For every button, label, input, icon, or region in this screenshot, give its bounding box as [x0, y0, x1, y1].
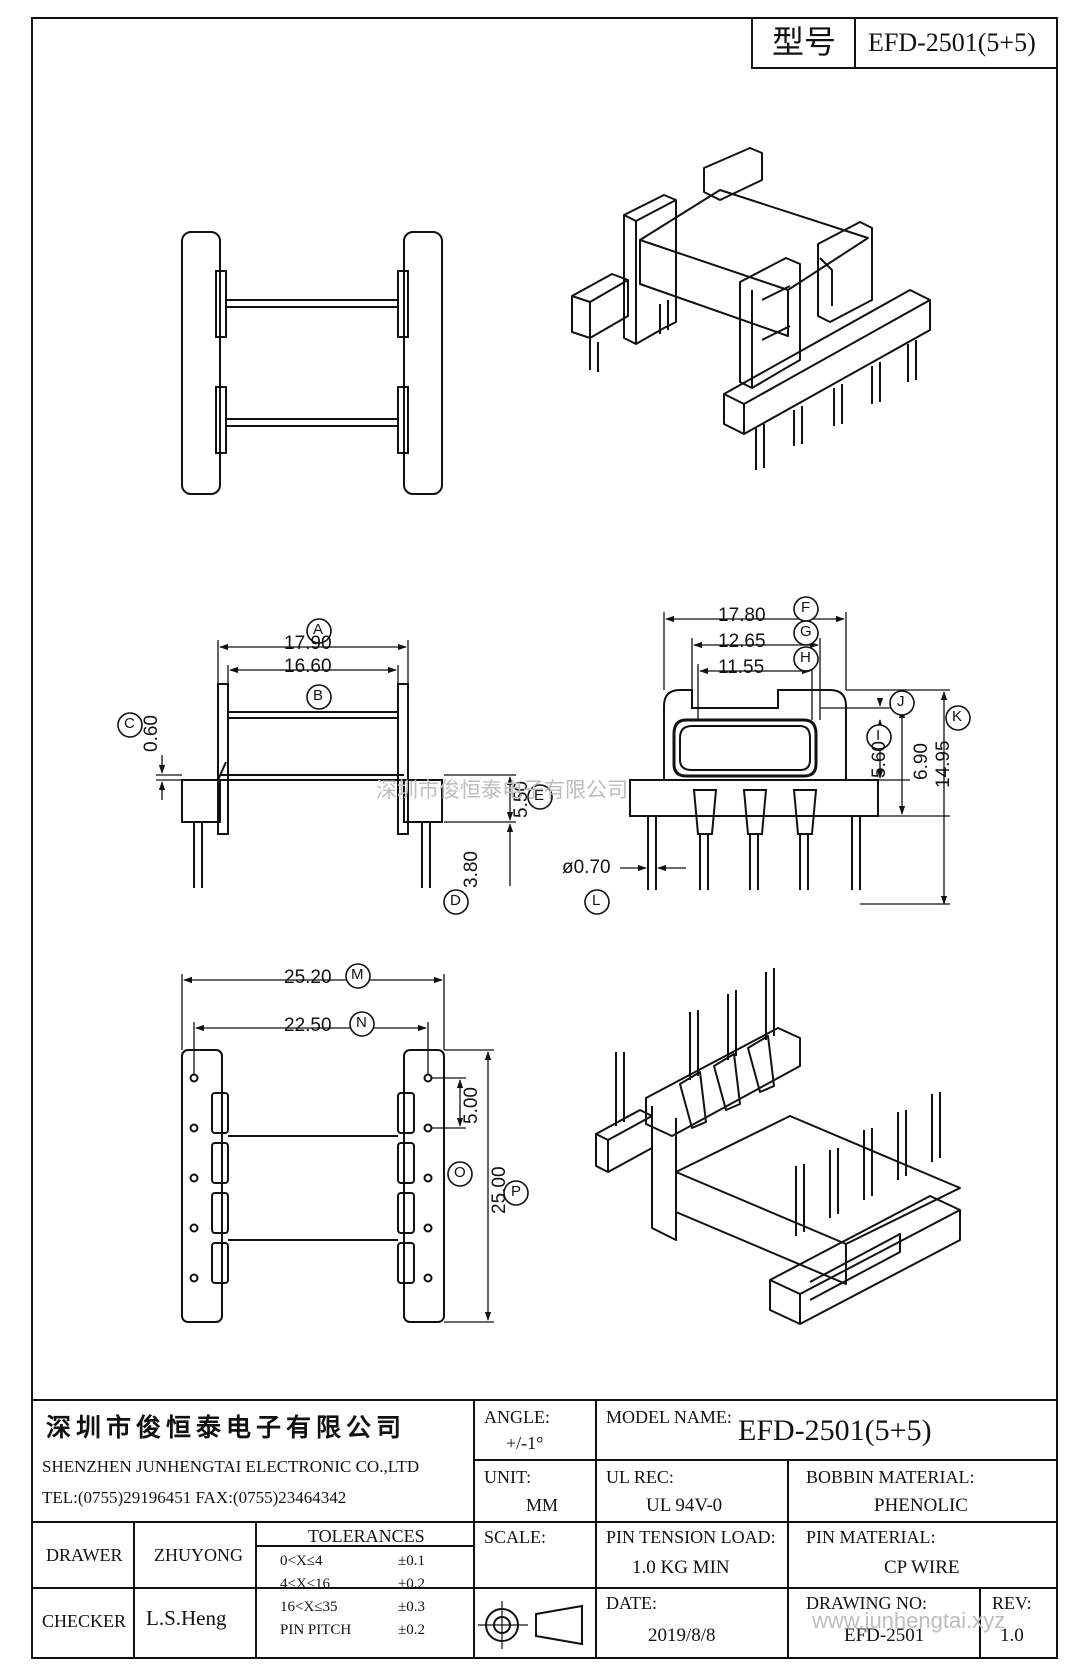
- dim-n-value: 22.50: [284, 1015, 332, 1036]
- dim-j-value: 6.90: [911, 743, 932, 780]
- rev-value: 1.0: [1000, 1625, 1024, 1646]
- dim-j-label: J: [897, 693, 905, 710]
- date-value: 2019/8/8: [648, 1625, 716, 1646]
- title-block-grid: [32, 1399, 1057, 1658]
- dim-a-label: A: [313, 621, 324, 638]
- watermark-corner: www.junhengtai.xyz: [812, 1608, 1006, 1633]
- pin-tension-value: 1.0 KG MIN: [632, 1557, 730, 1578]
- dim-a-value: 17.90: [284, 633, 332, 654]
- dim-h-label: H: [800, 649, 811, 666]
- dim-i-label: I: [876, 727, 881, 744]
- pin-tension-label: PIN TENSION LOAD:: [606, 1527, 776, 1547]
- dim-g-value: 12.65: [718, 631, 766, 652]
- dim-g-label: G: [800, 623, 812, 640]
- ul-value: UL 94V-0: [646, 1495, 723, 1516]
- drawing-no-label: DRAWING NO:: [806, 1593, 928, 1613]
- side-view: [181, 683, 443, 888]
- dim-l-value: ø0.70: [562, 857, 611, 878]
- drawer-value: ZHUYONG: [154, 1545, 243, 1565]
- rev-label: REV:: [992, 1593, 1032, 1613]
- checker-value: L.S.Heng: [146, 1606, 227, 1630]
- dim-k-value: 14.95: [933, 740, 954, 788]
- callout-circles: [117, 596, 971, 1206]
- sheet-border: [31, 17, 1058, 1659]
- type-box: [751, 17, 1058, 69]
- watermark-center: 深圳市俊恒泰电子有限公司: [376, 779, 628, 802]
- dim-o-value: 5.00: [461, 1087, 482, 1124]
- dim-c-label: C: [124, 715, 135, 732]
- dim-i-value: 5.60: [869, 741, 890, 778]
- company-contact: TEL:(0755)29196451 FAX:(0755)23464342: [42, 1488, 347, 1507]
- dim-m-value: 25.20: [284, 967, 332, 988]
- dim-k-label: K: [952, 708, 963, 725]
- dimension-lines: [156, 612, 950, 1323]
- dim-c-value: 0.60: [141, 715, 162, 752]
- scale-label: SCALE:: [484, 1527, 547, 1547]
- bottom-view: [181, 1049, 445, 1323]
- tol-value-3: ±0.2: [398, 1622, 425, 1638]
- tol-range-2: 16<X≤35: [280, 1599, 338, 1615]
- dim-d-value: 3.80: [461, 851, 482, 888]
- type-label: 型号: [772, 24, 837, 60]
- tol-range-0: 0<X≤4: [280, 1553, 323, 1569]
- bobbin-value: PHENOLIC: [874, 1495, 968, 1516]
- dim-n-label: N: [356, 1014, 367, 1031]
- tol-range-1: 4<X≤16: [280, 1576, 331, 1592]
- isometric-view-top: [571, 147, 931, 470]
- dim-p-label: P: [511, 1183, 522, 1200]
- drawer-label: DRAWER: [46, 1545, 123, 1565]
- dim-f-value: 17.80: [718, 605, 766, 626]
- dim-p-value: 25.00: [489, 1166, 510, 1214]
- checker-label: CHECKER: [42, 1611, 127, 1631]
- dim-b-label: B: [313, 687, 324, 704]
- ul-label: UL REC:: [606, 1467, 674, 1487]
- tol-value-1: ±0.2: [398, 1576, 425, 1592]
- date-label: DATE:: [606, 1593, 657, 1613]
- model-label: MODEL NAME:: [606, 1407, 732, 1427]
- bobbin-label: BOBBIN MATERIAL:: [806, 1467, 975, 1487]
- dim-f-label: F: [801, 599, 811, 616]
- top-view: [181, 231, 443, 495]
- dim-b-value: 16.60: [284, 656, 332, 677]
- tol-value-0: ±0.1: [398, 1553, 425, 1569]
- front-view: [629, 689, 879, 890]
- dim-l-label: L: [592, 892, 601, 909]
- isometric-view-bottom: [595, 968, 961, 1325]
- dim-h-value: 11.55: [718, 657, 765, 678]
- model-value: EFD-2501(5+5): [738, 1414, 932, 1447]
- tol-range-3: PIN PITCH: [280, 1622, 352, 1638]
- angle-value: +/-1°: [506, 1433, 544, 1453]
- dim-m-label: M: [351, 966, 364, 983]
- angle-label: ANGLE:: [484, 1407, 550, 1427]
- pin-material-label: PIN MATERIAL:: [806, 1527, 936, 1547]
- company-en: SHENZHEN JUNHENGTAI ELECTRONIC CO.,LTD: [42, 1457, 420, 1476]
- type-value: EFD-2501(5+5): [868, 28, 1036, 57]
- unit-label: UNIT:: [484, 1467, 532, 1487]
- dim-d-label: D: [450, 892, 461, 909]
- unit-value: MM: [526, 1495, 559, 1515]
- company-cn: 深圳市俊恒泰电子有限公司: [46, 1415, 407, 1442]
- tolerances-label: TOLERANCES: [308, 1526, 425, 1546]
- dim-e-label: E: [534, 787, 545, 804]
- pin-material-value: CP WIRE: [884, 1557, 960, 1578]
- dim-o-label: O: [454, 1164, 466, 1181]
- drawing-no-value: EFD-2501: [844, 1625, 925, 1646]
- tol-value-2: ±0.3: [398, 1599, 425, 1615]
